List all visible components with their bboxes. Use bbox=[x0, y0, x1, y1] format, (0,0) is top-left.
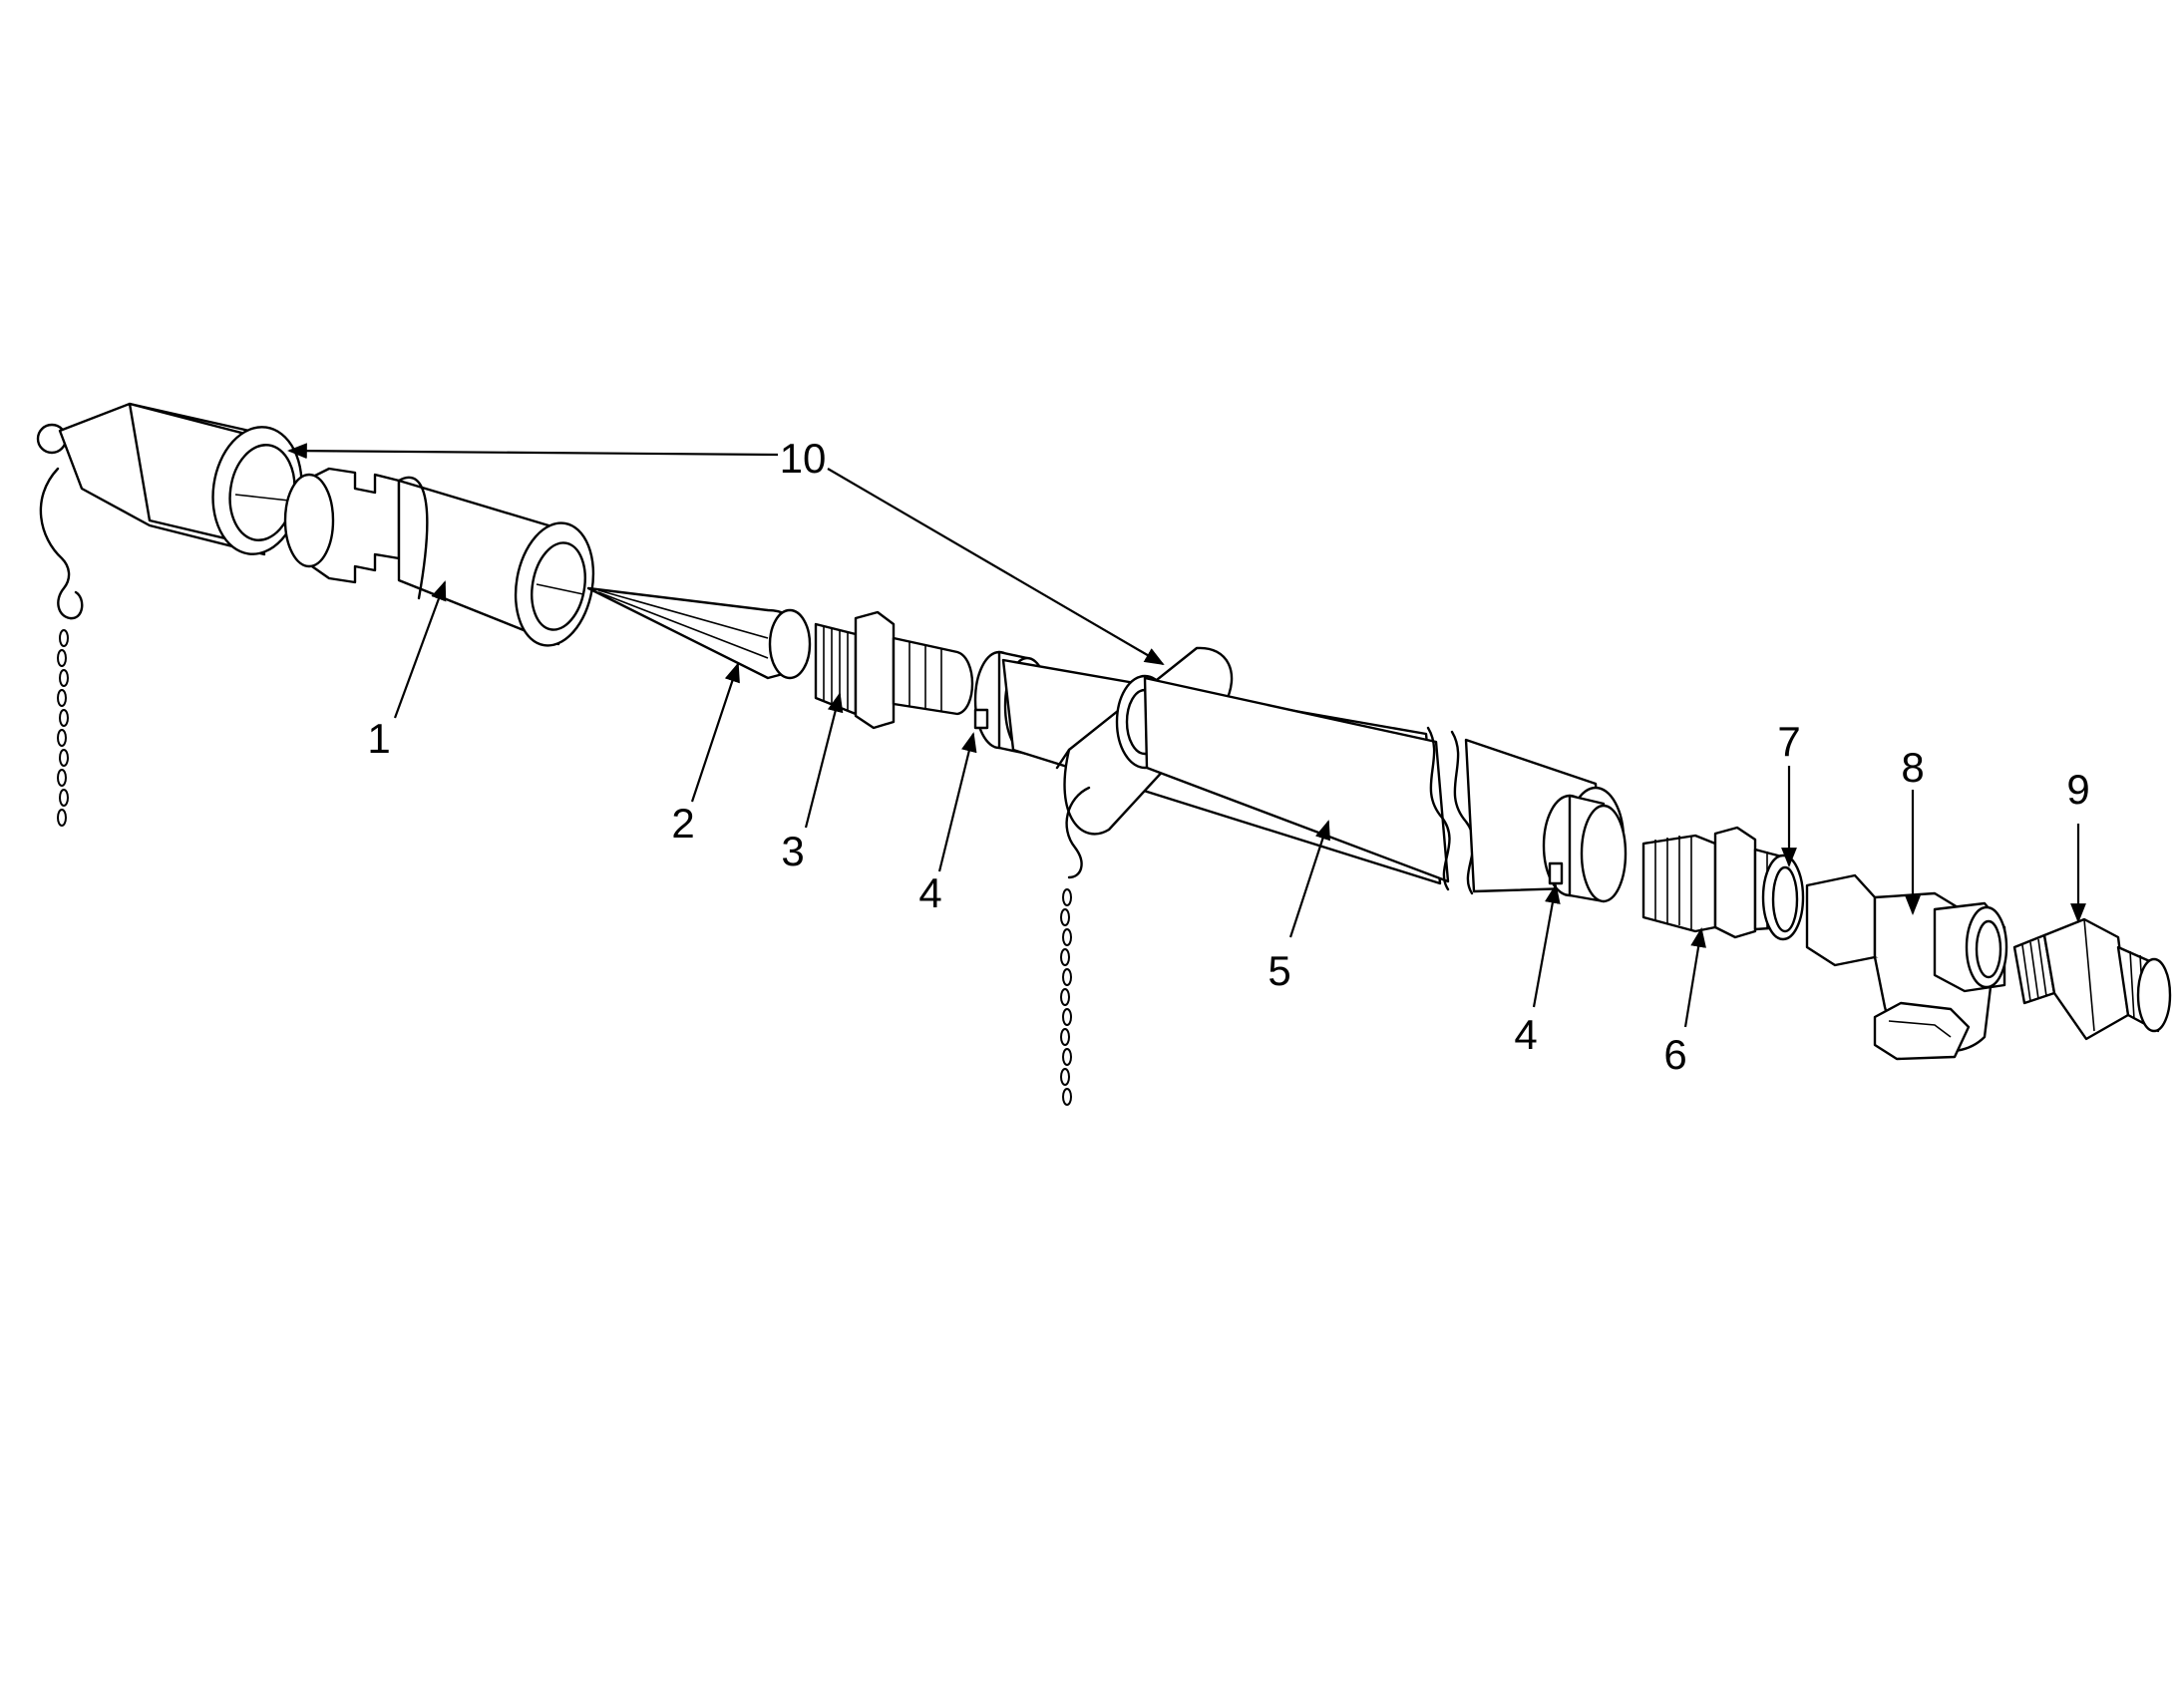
callout-9: 9 bbox=[2066, 766, 2089, 813]
adapter-fitting bbox=[2012, 917, 2172, 1041]
chain-bracket bbox=[1060, 888, 1072, 1106]
y-strainer bbox=[1805, 873, 2008, 1061]
cone-strainer bbox=[586, 586, 812, 680]
chain-left bbox=[57, 629, 69, 827]
callout-4-right: 4 bbox=[1514, 1011, 1537, 1058]
callout-6: 6 bbox=[1663, 1031, 1686, 1078]
coupling-body bbox=[283, 467, 595, 647]
callout-4-left: 4 bbox=[918, 869, 941, 916]
dust-cap-left bbox=[36, 402, 303, 827]
hose-nipple bbox=[814, 610, 974, 730]
leader-lines bbox=[287, 443, 2086, 1028]
o-ring bbox=[1761, 854, 1805, 941]
callout-10: 10 bbox=[780, 435, 827, 482]
callout-labels: 1 2 3 4 4 5 6 7 8 9 10 bbox=[367, 435, 2089, 1078]
callout-5: 5 bbox=[1268, 947, 1290, 994]
callout-8: 8 bbox=[1901, 744, 1924, 791]
callout-7: 7 bbox=[1777, 718, 1800, 765]
callout-1: 1 bbox=[367, 715, 390, 762]
callout-2: 2 bbox=[671, 800, 694, 847]
hose-clamp-right bbox=[1542, 794, 1628, 903]
callout-3: 3 bbox=[781, 828, 804, 874]
